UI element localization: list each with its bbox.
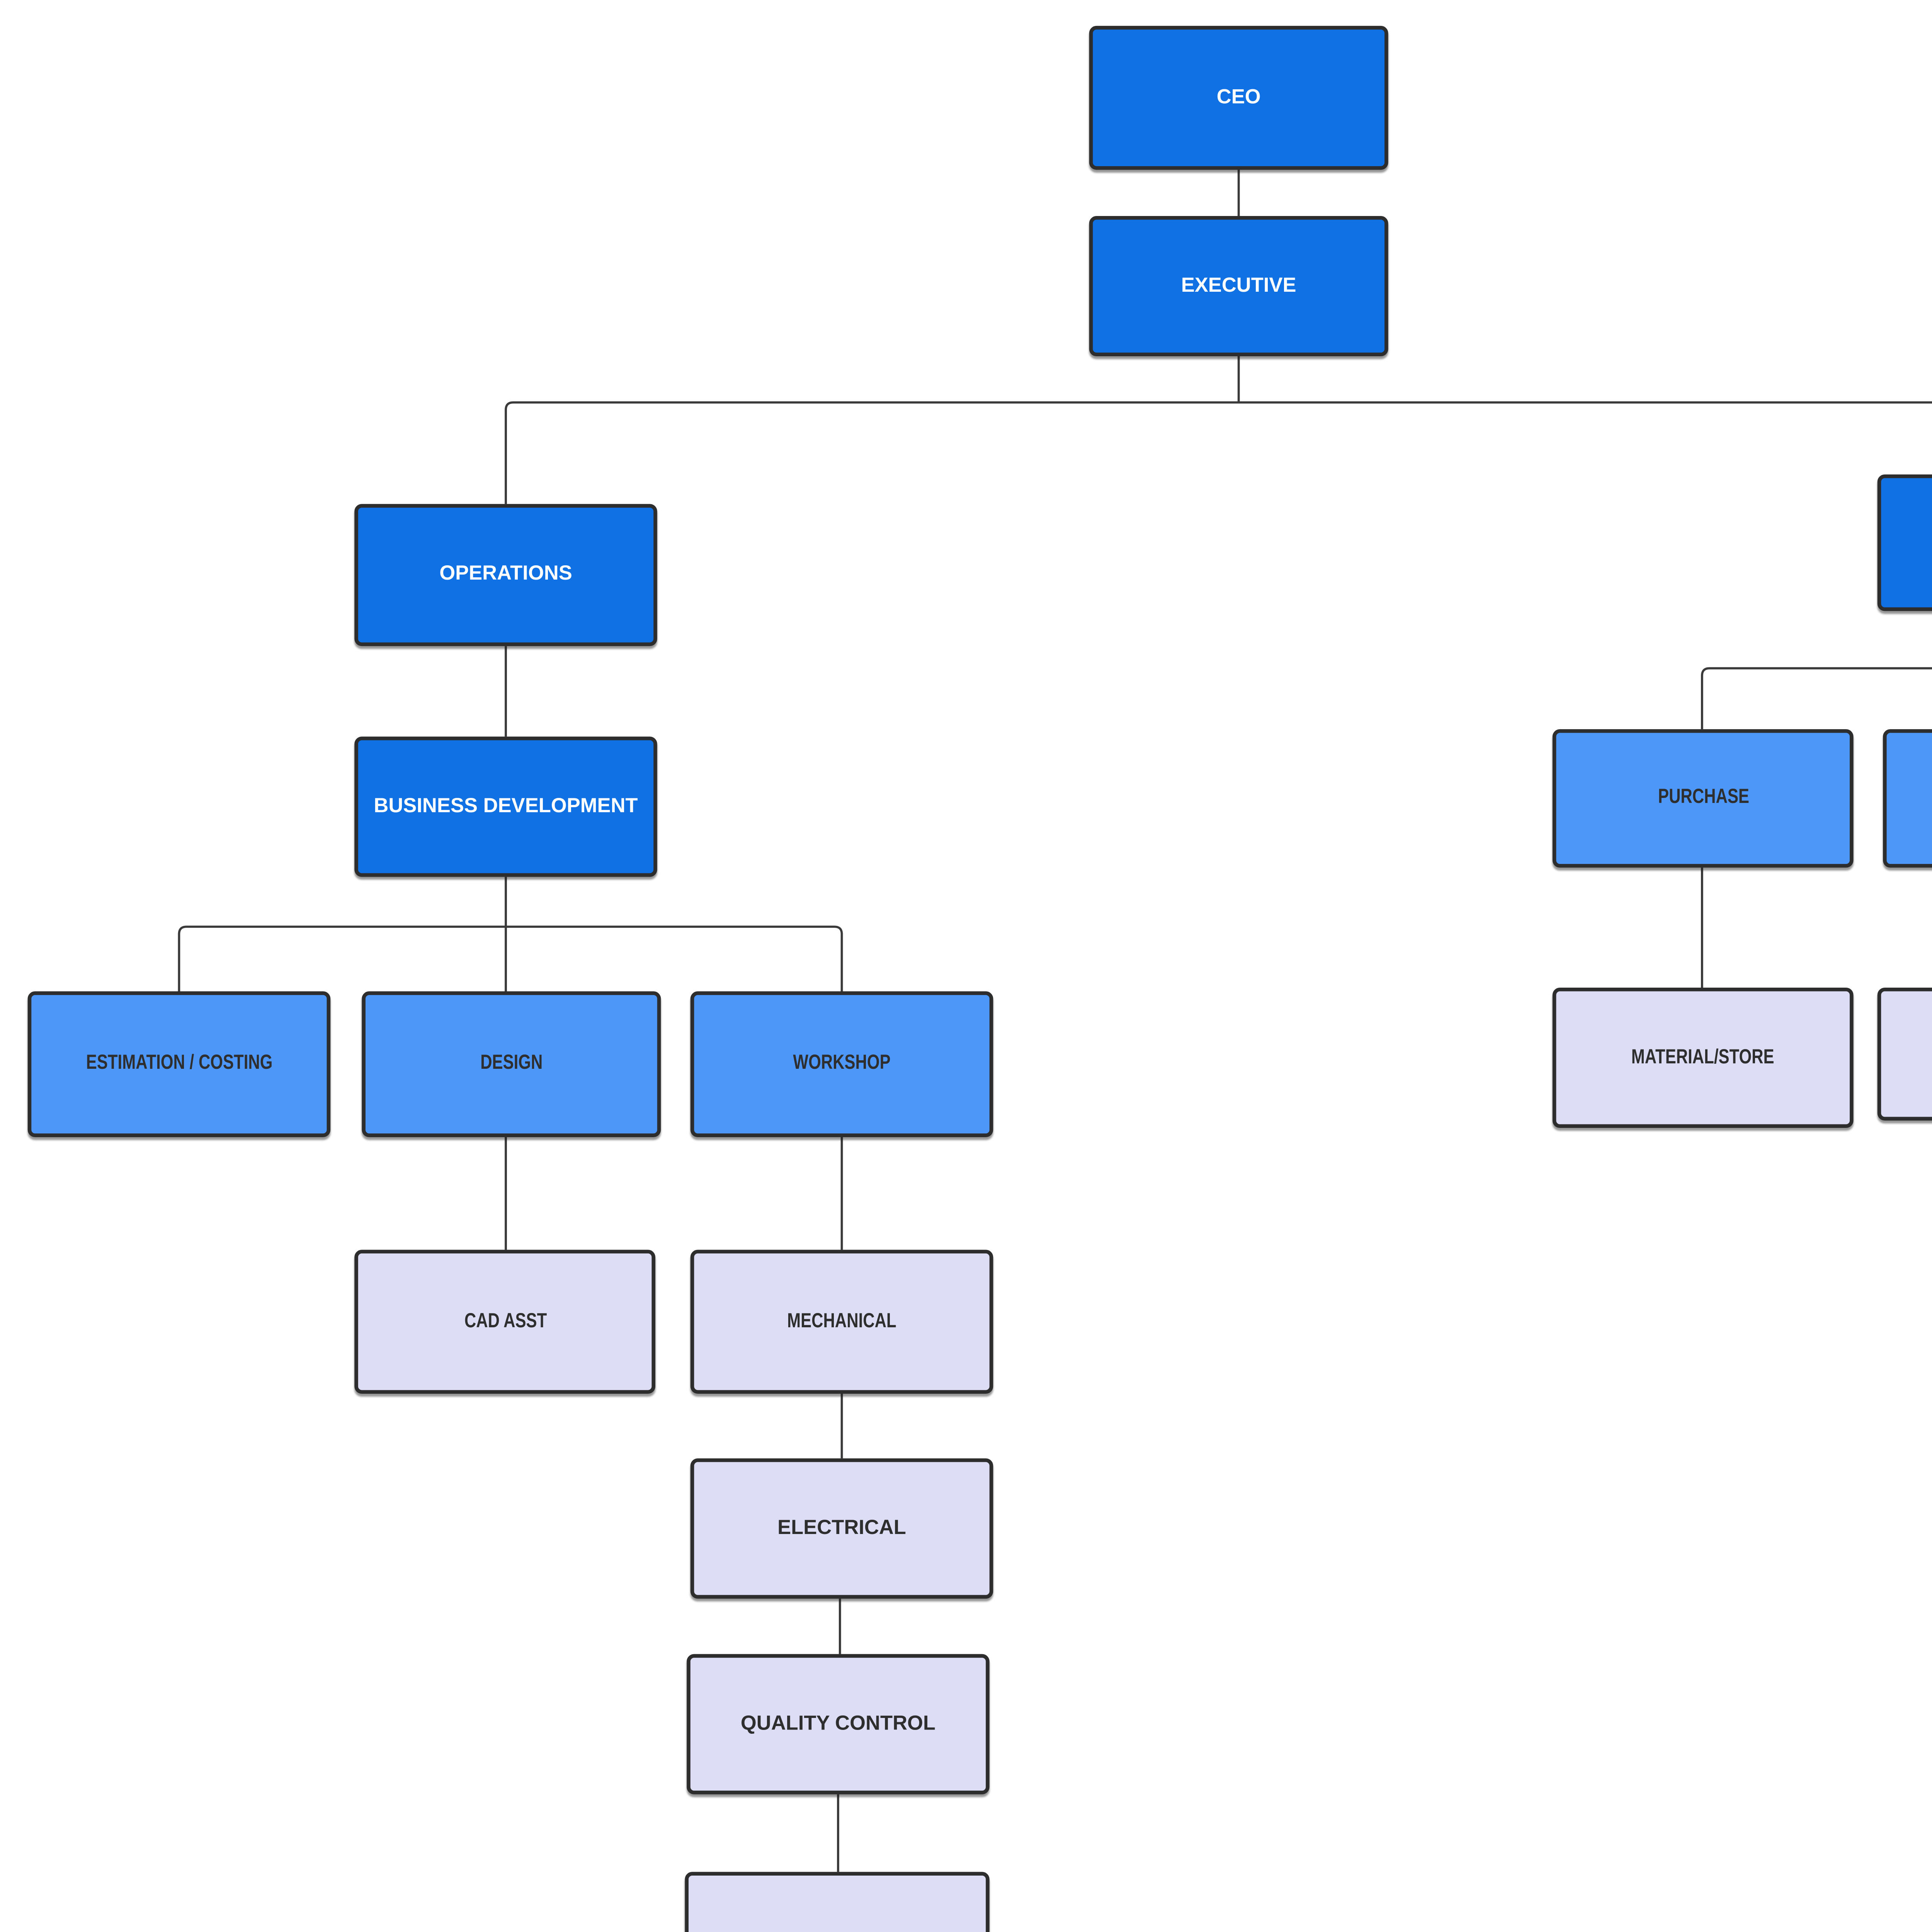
node-executive[interactable]: EXECUTIVE xyxy=(1089,216,1388,357)
node-operations-label: OPERATIONS xyxy=(439,563,572,586)
node-purchase-label: PURCHASE xyxy=(1657,787,1749,810)
node-cad-asst[interactable]: CAD ASST xyxy=(354,1250,656,1394)
node-mechanical[interactable]: MECHANICAL xyxy=(690,1250,993,1394)
node-quality-control[interactable]: QUALITY CONTROL xyxy=(687,1654,990,1794)
node-design[interactable]: DESIGN xyxy=(362,991,661,1137)
node-estimation-costing[interactable]: ESTIMATION / COSTING xyxy=(27,991,331,1137)
edge-administration-purchase-logistics xyxy=(1701,667,1932,730)
node-quality-control-label: QUALITY CONTROL xyxy=(740,1713,935,1735)
node-material-store[interactable]: MATERIAL/STORE xyxy=(1552,987,1854,1128)
node-purchase[interactable]: PURCHASE xyxy=(1552,729,1854,868)
node-electrical[interactable]: ELECTRICAL xyxy=(690,1458,993,1599)
node-accounts[interactable]: ACCOUNTS xyxy=(1883,729,1932,868)
node-administration[interactable]: ADMINISTRATION xyxy=(1877,474,1932,611)
node-ceo[interactable]: CEO xyxy=(1089,26,1388,170)
node-workshop-label: WORKSHOP xyxy=(793,1053,891,1075)
node-business-development-label: BUSINESS DEVELOPMENT xyxy=(374,795,638,818)
node-ceo-label: CEO xyxy=(1216,86,1261,109)
edge-executive-operations-administration xyxy=(505,401,1932,504)
node-electrical-label: ELECTRICAL xyxy=(777,1517,906,1539)
node-testing-estimation[interactable]: TESTING / ESTIMATION xyxy=(685,1872,990,1932)
node-cad-asst-label: CAD ASST xyxy=(463,1310,546,1333)
edge-businessdevelopment-estimation-workshop xyxy=(178,925,843,992)
node-design-label: DESIGN xyxy=(480,1053,543,1075)
node-operations[interactable]: OPERATIONS xyxy=(354,504,657,646)
node-material-store-label: MATERIAL/STORE xyxy=(1631,1046,1775,1069)
node-estimation-costing-label: ESTIMATION / COSTING xyxy=(86,1053,272,1075)
node-testing-estimation-label: TESTING / ESTIMATION xyxy=(723,1929,952,1932)
node-workshop[interactable]: WORKSHOP xyxy=(690,991,993,1137)
node-account-asst[interactable]: ACCOUNT ASST xyxy=(1877,987,1932,1121)
node-executive-label: EXECUTIVE xyxy=(1181,275,1296,297)
node-business-development[interactable]: BUSINESS DEVELOPMENT xyxy=(354,736,657,877)
node-mechanical-label: MECHANICAL xyxy=(787,1310,896,1333)
